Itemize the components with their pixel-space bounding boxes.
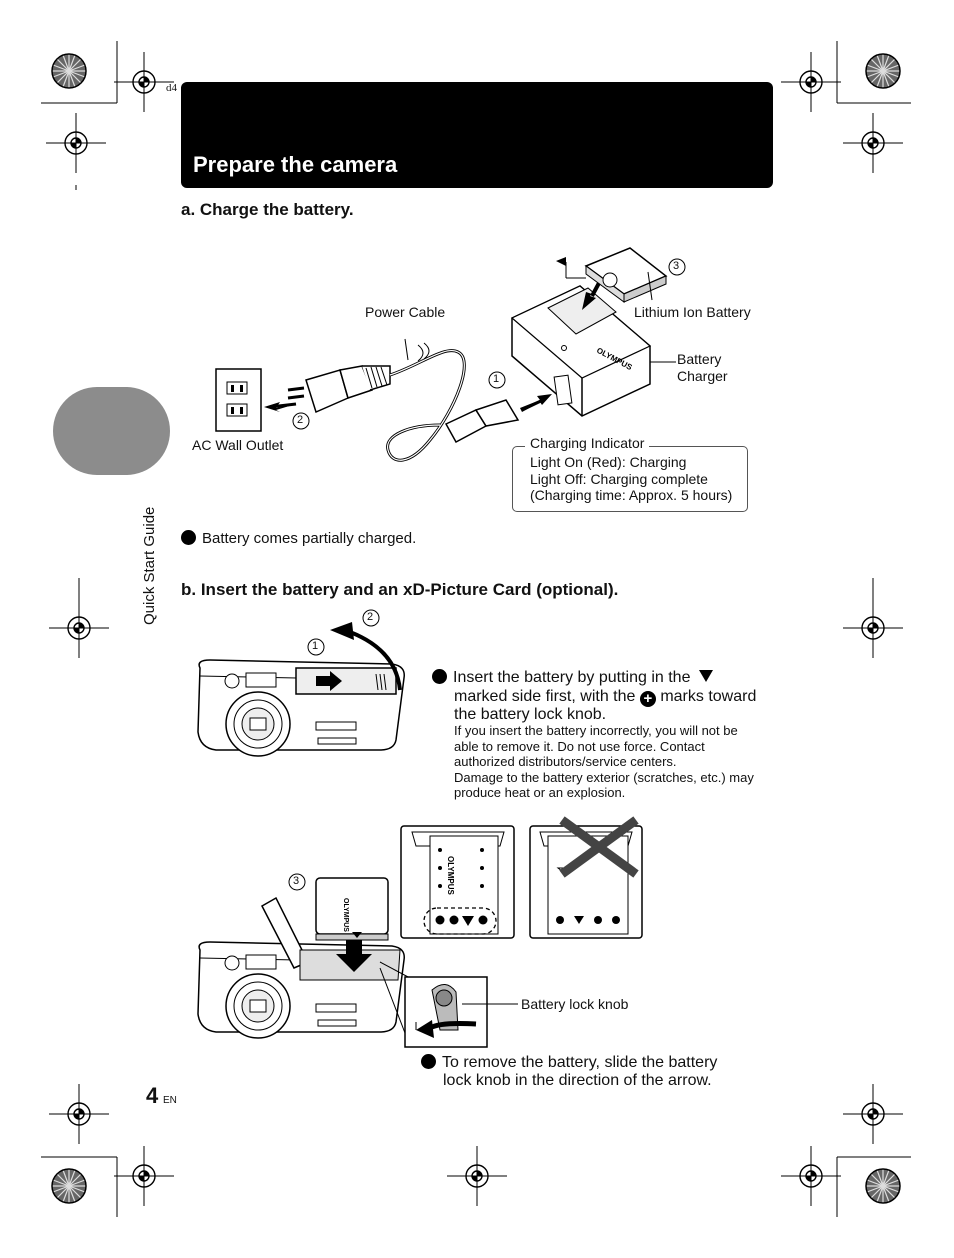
charger-label-line1: Battery [677, 351, 722, 367]
step-marker [292, 412, 310, 430]
step-b-2-number: 2 [367, 611, 374, 623]
warning-line-2: able to remove it. Do not use force. Con… [454, 739, 705, 754]
insert-instruction-line3: the battery lock knob. [454, 706, 607, 723]
step-2-number: 2 [297, 414, 304, 426]
charging-indicator-title: Charging Indicator [525, 435, 650, 451]
charger-label-line2: Charger [677, 368, 728, 384]
remove-instruction-line2: lock knob in the direction of the arrow. [443, 1072, 712, 1089]
page-language: EN [163, 1095, 177, 1106]
page-title: Prepare the camera [193, 152, 398, 177]
step-marker [288, 873, 306, 891]
battery-brand-logo: OLYMPUS [446, 856, 455, 895]
step-1-number: 1 [493, 373, 500, 385]
corner-code: d4 [166, 82, 177, 94]
insert-instruction: Insert the battery by putting in the [432, 668, 713, 687]
lithium-battery-label: Lithium Ion Battery [634, 304, 751, 320]
down-triangle-icon [462, 916, 474, 926]
bullet-icon [181, 530, 196, 545]
power-cable-label: Power Cable [365, 304, 446, 320]
insert-instruction-line2: marked side first, with the + marks towa… [454, 688, 757, 707]
charging-indicator-box [512, 446, 748, 512]
cross-icon [559, 816, 639, 878]
step-marker [362, 609, 380, 627]
warning-line-5: produce heat or an explosion. [454, 785, 626, 800]
step-marker [488, 371, 506, 389]
section-a-heading: a. Charge the battery. [181, 200, 354, 219]
warning-line-1: If you insert the battery incorrectly, y… [454, 723, 738, 738]
wall-outlet-label: AC Wall Outlet [192, 437, 284, 453]
down-triangle-icon [698, 670, 713, 682]
indicator-line-3: (Charging time: Approx. 5 hours) [530, 487, 733, 503]
warning-line-3: authorized distributors/service centers. [454, 754, 677, 769]
bullet-icon [421, 1054, 436, 1069]
plus-circle-icon: + [639, 691, 656, 707]
step-marker [307, 638, 325, 656]
page-number: 4 [146, 1083, 159, 1108]
warning-line-4: Damage to the battery exterior (scratche… [454, 770, 754, 785]
step-3-number: 3 [673, 260, 680, 272]
remove-instruction: To remove the battery, slide the battery [421, 1053, 717, 1072]
plus-circle-icon [435, 915, 445, 925]
bullet-icon [432, 669, 447, 684]
title-banner [181, 82, 773, 188]
step-b-1-number: 1 [312, 640, 319, 652]
lock-knob-label: Battery lock knob [521, 996, 629, 1012]
indicator-line-2: Light Off: Charging complete [530, 471, 708, 487]
partial-charge-note: Battery comes partially charged. [181, 530, 416, 547]
side-tab [53, 387, 170, 475]
step-marker [668, 258, 686, 276]
indicator-line-1: Light On (Red): Charging [530, 454, 687, 470]
section-b-heading: b. Insert the battery and an xD-Picture … [181, 580, 619, 599]
battery-brand-logo: OLYMPUS [342, 898, 349, 932]
step-b-3-number: 3 [293, 875, 300, 887]
